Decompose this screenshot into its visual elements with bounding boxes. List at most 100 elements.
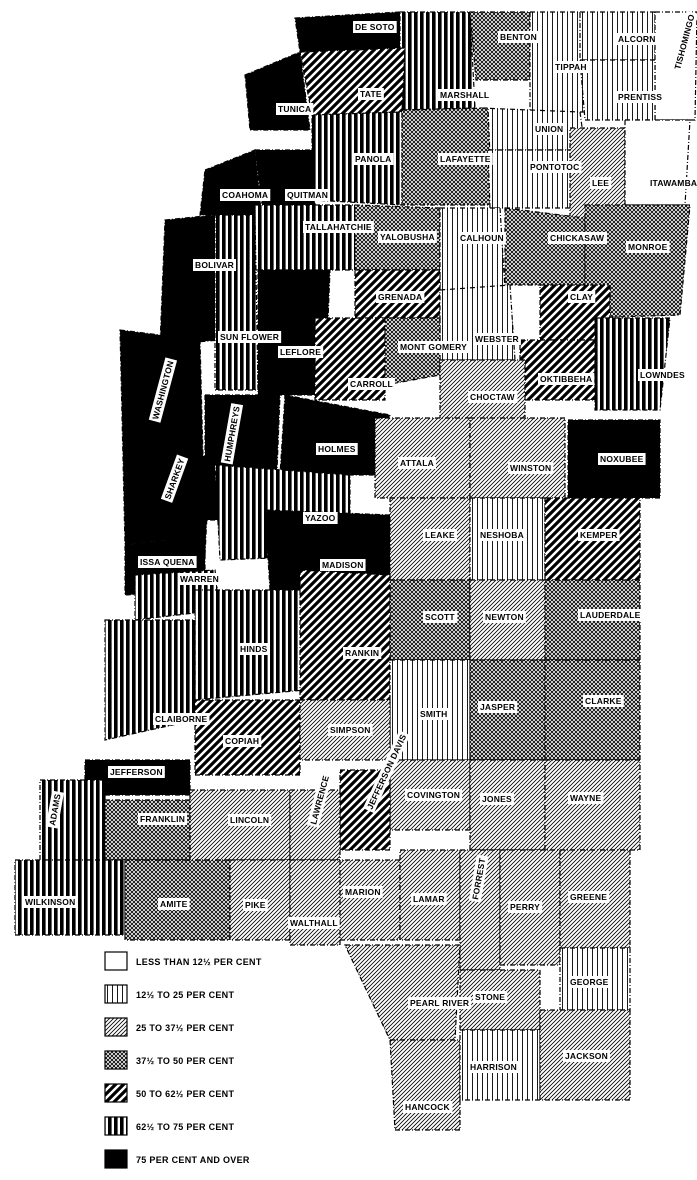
county-rankin — [299, 569, 391, 701]
county-label-group-prentiss: PRENTISS — [616, 91, 665, 103]
county-label-group-walthall: WALTHALL — [288, 917, 340, 929]
county-label-backing — [616, 33, 658, 45]
county-label: CALHOUN — [460, 233, 504, 243]
county-label: YAZOO — [305, 513, 336, 523]
county-label: SMITH — [420, 709, 447, 719]
county-label: ITAWAMBA — [650, 178, 697, 188]
legend-label-7: 75 PER CENT AND OVER — [136, 1155, 250, 1165]
county-label-backing — [403, 1101, 453, 1113]
county-label-backing — [220, 189, 271, 201]
county-label-group-george: GEORGE — [568, 976, 611, 988]
county-label: STONE — [475, 992, 505, 1002]
county-label-group-monroe: MONROE — [626, 241, 670, 253]
county-label-backing — [468, 1061, 519, 1073]
county-wayne — [544, 759, 641, 851]
county-label-backing — [458, 232, 506, 244]
county-label-group-grenada: GRENADA — [376, 291, 425, 303]
county-label-backing — [288, 917, 340, 929]
county-label-backing — [343, 647, 382, 659]
county-label-group-copiah: COPIAH — [223, 735, 262, 747]
county-label-group-perry: PERRY — [508, 901, 543, 913]
county-label-group-choctaw: CHOCTAW — [468, 391, 518, 403]
county-label: WALTHALL — [290, 918, 338, 928]
county-label-group-coahoma: COAHOMA — [220, 189, 271, 201]
county-label-backing — [478, 529, 526, 541]
county-label: FRANKLIN — [140, 814, 185, 824]
county-label-backing — [108, 766, 165, 778]
county-label-group-winston: WINSTON — [508, 462, 554, 474]
county-label: TATE — [360, 89, 382, 99]
legend-swatch-1 — [104, 951, 128, 971]
county-label-group-newton: NEWTON — [483, 611, 526, 623]
county-label-backing — [158, 898, 190, 910]
county-label: QUITMAN — [287, 190, 328, 200]
county-label: DE SOTO — [355, 22, 395, 32]
county-label-backing — [478, 701, 518, 713]
county-label-group-lee: LEE — [590, 177, 612, 189]
county-oktibbeha — [519, 339, 596, 401]
county-label-backing — [578, 529, 620, 541]
county-label-backing — [193, 259, 237, 271]
county-label-backing — [468, 854, 489, 903]
county-label-backing — [353, 21, 397, 33]
county-itawamba — [624, 119, 691, 206]
county-label-group-simpson: SIMPSON — [328, 724, 373, 736]
county-label-backing — [548, 232, 607, 244]
county-label-group-jasper: JASPER — [478, 701, 518, 713]
county-label-group-marshall: MARSHALL — [438, 89, 492, 101]
county-label-group-carroll: CARROLL — [348, 378, 395, 390]
county-label-group-itawamba: ITAWAMBA — [648, 177, 697, 189]
county-label: GEORGE — [570, 977, 609, 987]
county-label-backing — [473, 991, 508, 1003]
county-label-group-clay: CLAY — [568, 291, 596, 303]
county-label-backing — [533, 123, 566, 135]
county-label-group-stone: STONE — [473, 991, 508, 1003]
legend-label-6: 62½ TO 75 PER CENT — [136, 1122, 234, 1132]
county-label-backing — [328, 724, 373, 736]
county-label-backing — [483, 611, 526, 623]
county-label: KEMPER — [580, 530, 618, 540]
county-label-backing — [563, 1050, 610, 1062]
county-label: LEFLORE — [280, 347, 321, 357]
county-label-backing — [498, 31, 539, 43]
county-label-group-covington: COVINGTON — [405, 789, 463, 801]
county-label-group-madison: MADISON — [320, 559, 366, 571]
county-label-backing — [438, 89, 492, 101]
county-label-backing — [320, 559, 366, 571]
county-label: JACKSON — [565, 1051, 608, 1061]
county-label-backing — [160, 454, 189, 503]
county-label: MARION — [345, 887, 381, 897]
county-label-backing — [538, 373, 595, 385]
county-label: PIKE — [245, 900, 266, 910]
county-label-backing — [378, 231, 437, 243]
county-label: HOLMES — [318, 444, 356, 454]
county-label: LEAKE — [425, 530, 455, 540]
county-label-backing — [590, 177, 612, 189]
county-label: JONES — [482, 794, 512, 804]
county-holmes — [279, 394, 391, 476]
county-label: CLARKE — [585, 696, 622, 706]
legend-label-5: 50 TO 62½ PER CENT — [136, 1089, 234, 1099]
county-prentiss — [579, 59, 656, 121]
county-label-group-panola: PANOLA — [353, 153, 394, 165]
county-label: LAMAR — [413, 894, 445, 904]
county-label-group-benton: BENTON — [498, 31, 539, 43]
county-tate — [299, 47, 406, 116]
county-label: GREENE — [570, 892, 607, 902]
county-tallahatchie — [254, 204, 356, 271]
county-label: ALCORN — [618, 34, 656, 44]
county-label-group-lincoln: LINCOLN — [228, 814, 272, 826]
county-label-group-harrison: HARRISON — [468, 1061, 519, 1073]
county-label: CARROLL — [350, 379, 393, 389]
county-label-group-kemper: KEMPER — [578, 529, 620, 541]
county-label-backing — [626, 241, 670, 253]
county-label: PANOLA — [355, 154, 391, 164]
legend-label-4: 37½ TO 50 PER CENT — [136, 1056, 234, 1066]
county-label-group-wayne: WAYNE — [568, 792, 604, 804]
county-label: PONTOTOC — [530, 162, 579, 172]
county-label-group-hinds: HINDS — [238, 643, 270, 655]
county-label-group-clarke: CLARKE — [583, 695, 624, 707]
legend-swatch-4 — [104, 1050, 128, 1070]
county-label: CLAIBORNE — [155, 714, 207, 724]
